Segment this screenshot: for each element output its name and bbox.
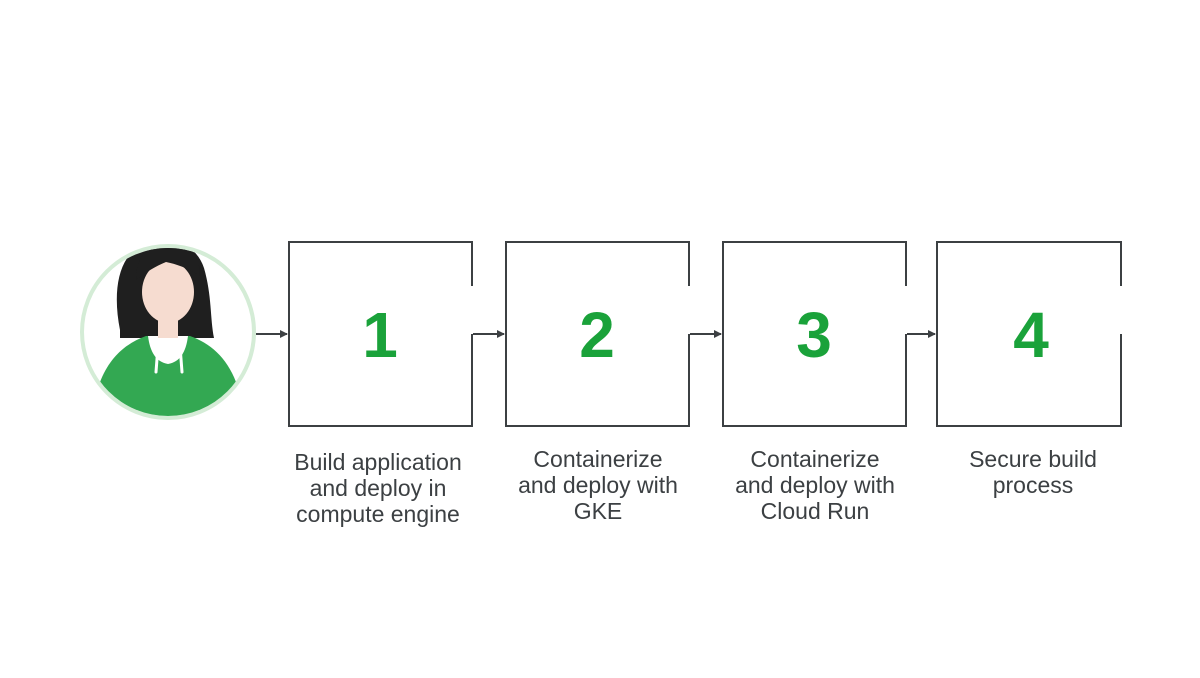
step-number-4: 4 (1013, 299, 1049, 371)
step-box-1: 1 (288, 241, 473, 427)
step-caption-3: Containerize and deploy with Cloud Run (735, 446, 895, 524)
step-caption-1: Build application and deploy in compute … (294, 449, 462, 527)
step-box-4: 4 (936, 241, 1122, 427)
person-avatar-icon (80, 244, 256, 420)
step-number-1: 1 (362, 299, 398, 371)
step-caption-2: Containerize and deploy with GKE (518, 446, 678, 524)
step-caption-4: Secure build process (969, 446, 1097, 498)
step-box-3: 3 (722, 241, 907, 427)
step-box-2: 2 (505, 241, 690, 427)
step-number-3: 3 (796, 299, 832, 371)
step-number-2: 2 (579, 299, 615, 371)
